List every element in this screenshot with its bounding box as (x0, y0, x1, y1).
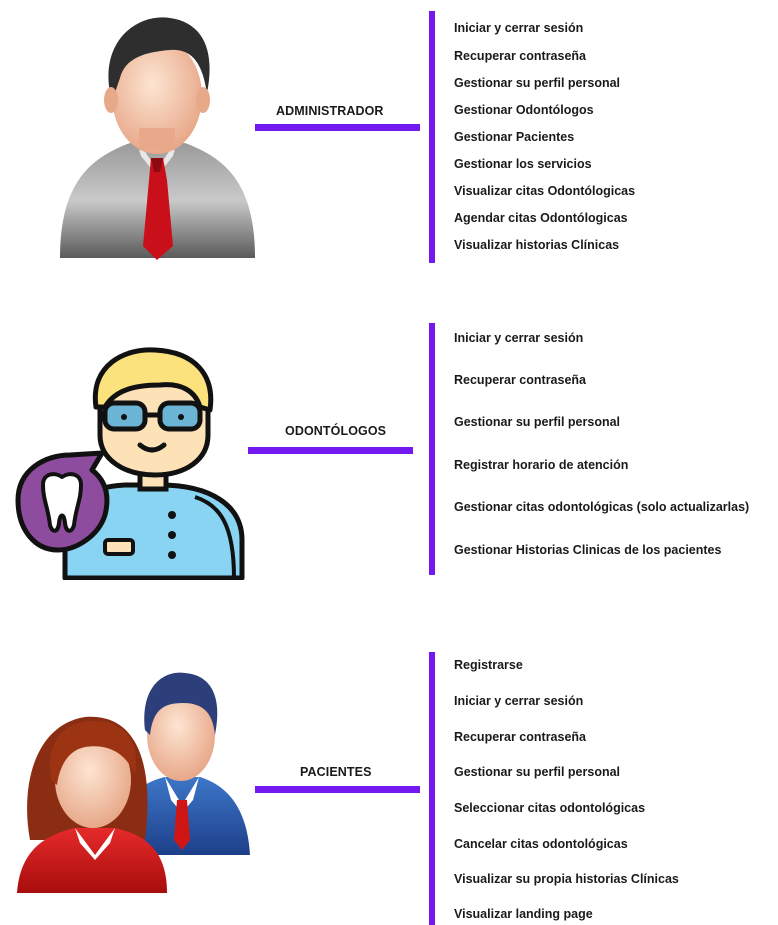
patient-item: Visualizar landing page (454, 907, 593, 921)
admin-item: Visualizar citas Odontólogicas (454, 184, 636, 198)
administrador-bracket (429, 11, 435, 263)
patient-item: Recuperar contraseña (454, 730, 587, 744)
admin-item: Iniciar y cerrar sesión (454, 21, 584, 35)
odontologos-bracket (429, 323, 435, 575)
admin-item: Visualizar historias Clínicas (454, 238, 620, 252)
patient-item: Cancelar citas odontológicas (454, 837, 628, 851)
administrator-avatar-icon (60, 17, 255, 260)
admin-item: Gestionar Pacientes (454, 130, 575, 144)
pacientes-bracket (429, 652, 435, 925)
admin-item: Recuperar contraseña (454, 49, 587, 63)
patient-item: Visualizar su propia historias Clínicas (454, 872, 679, 886)
dentist-item: Iniciar y cerrar sesión (454, 331, 584, 345)
dentist-item: Recuperar contraseña (454, 373, 587, 387)
dentist-item: Registrar horario de atención (454, 458, 629, 472)
dentist-item: Gestionar Historias Clinicas de los paci… (454, 543, 722, 557)
dentist-item: Gestionar su perfil personal (454, 415, 621, 429)
patient-item: Seleccionar citas odontológicas (454, 801, 646, 815)
admin-item: Gestionar los servicios (454, 157, 592, 171)
role-label-pacientes: PACIENTES (300, 765, 372, 779)
dentist-item: Gestionar citas odontológicas (solo actu… (454, 500, 750, 514)
administrador-connector (255, 124, 420, 131)
patient-item: Iniciar y cerrar sesión (454, 694, 584, 708)
admin-item: Gestionar su perfil personal (454, 76, 621, 90)
pacientes-connector (255, 786, 420, 793)
dentist-avatar-icon (15, 347, 245, 580)
patient-item: Gestionar su perfil personal (454, 765, 621, 779)
role-label-odontologos: ODONTÓLOGOS (285, 424, 387, 438)
patients-avatar-icon (17, 672, 250, 893)
patient-item: Registrarse (454, 658, 523, 672)
odontologos-connector (248, 447, 413, 454)
role-label-administrador: ADMINISTRADOR (276, 104, 384, 118)
admin-item: Agendar citas Odontólogicas (454, 211, 628, 225)
admin-item: Gestionar Odontólogos (454, 103, 594, 117)
tooth-icon (41, 472, 83, 533)
